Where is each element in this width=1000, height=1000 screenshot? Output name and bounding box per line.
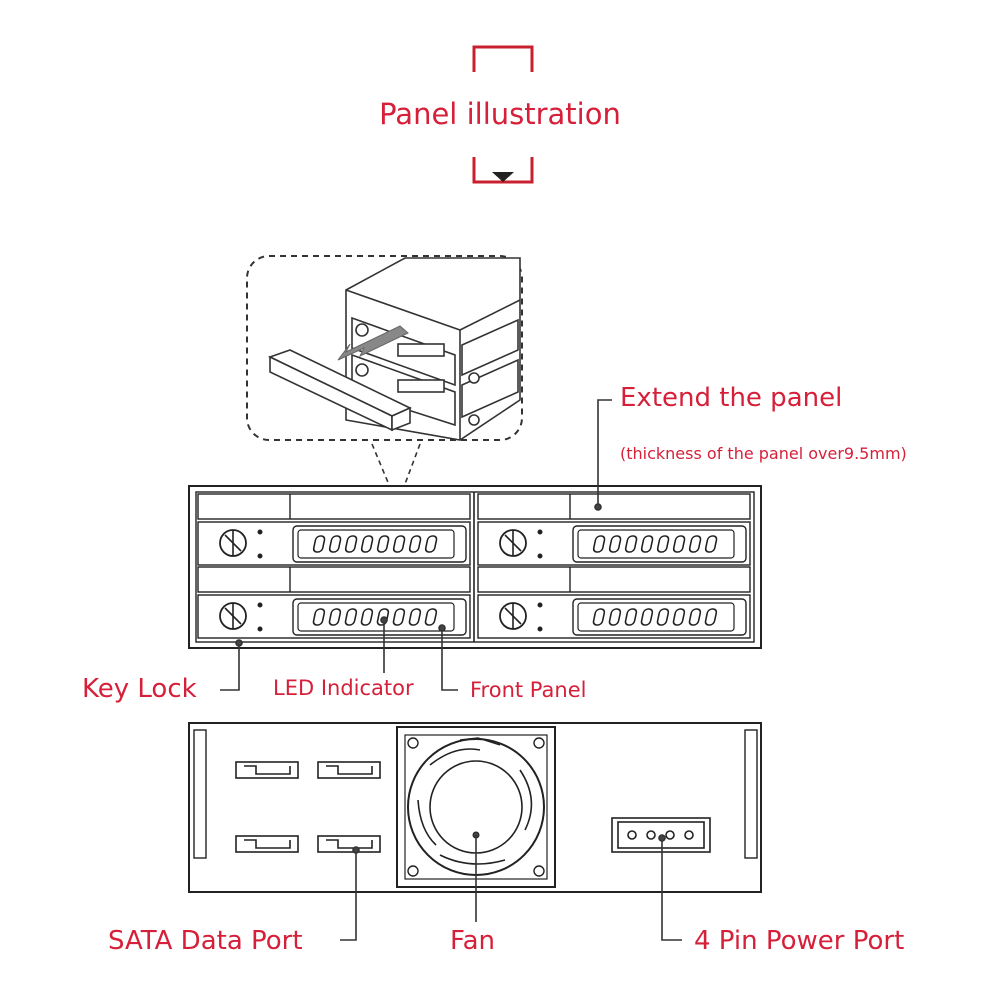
key-lock-label: Key Lock (82, 674, 197, 704)
vent-slot (312, 608, 326, 626)
front-panel-label: Front Panel (470, 678, 587, 702)
title-bracket-top (472, 45, 534, 72)
sata-port (235, 761, 299, 779)
vent-slot (704, 535, 718, 553)
vent-slot (424, 535, 438, 553)
callout-lines-rear (340, 834, 682, 941)
sata-data-port-label: SATA Data Port (108, 926, 303, 956)
vent-slot (656, 608, 670, 626)
sata-port (235, 835, 299, 853)
vent-slot (624, 535, 638, 553)
vent-slot (592, 535, 606, 553)
vent-slot (408, 608, 422, 626)
vent-slot (640, 608, 654, 626)
fan-label: Fan (450, 926, 495, 956)
vent-slot (344, 608, 358, 626)
led-indicator-label: LED Indicator (273, 676, 414, 700)
vent-slot (624, 608, 638, 626)
vent-slot (640, 535, 654, 553)
page-title: Panel illustration (379, 97, 621, 131)
inset-pointer (371, 443, 421, 493)
vent-slot (328, 608, 342, 626)
vent-slot (672, 608, 686, 626)
vent-slot (424, 608, 438, 626)
callout-lines-front (220, 399, 612, 691)
vent-slots (312, 535, 718, 626)
vent-slot (312, 535, 326, 553)
vent-slot (376, 535, 390, 553)
vent-slot (592, 608, 606, 626)
thickness-note: (thickness of the panel over9.5mm) (620, 444, 907, 463)
vent-slot (408, 535, 422, 553)
sata-port (317, 835, 381, 853)
vent-slot (328, 535, 342, 553)
extend-panel-label: Extend the panel (620, 383, 843, 413)
vent-slot (344, 535, 358, 553)
vent-slot (688, 535, 702, 553)
sata-port (317, 761, 381, 779)
vent-slot (392, 535, 406, 553)
power-port-label: 4 Pin Power Port (694, 926, 905, 956)
vent-slot (704, 608, 718, 626)
down-arrow-icon (492, 172, 514, 182)
vent-slot (392, 608, 406, 626)
zoom-inset (246, 255, 523, 441)
vent-slot (608, 535, 622, 553)
vent-slot (360, 535, 374, 553)
vent-slot (688, 608, 702, 626)
vent-slot (360, 608, 374, 626)
vent-slot (608, 608, 622, 626)
vent-slot (672, 535, 686, 553)
vent-slot (656, 535, 670, 553)
